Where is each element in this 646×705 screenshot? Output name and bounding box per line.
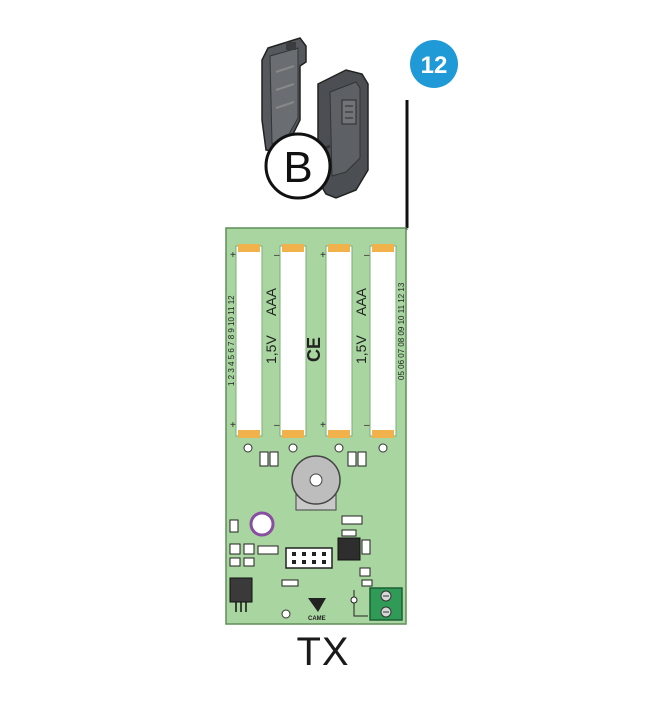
- pin-header: [285, 547, 333, 569]
- ce-mark: CE: [304, 337, 324, 362]
- regulator: [229, 577, 253, 612]
- terminal-block: [350, 587, 403, 621]
- brand-text: CAME: [308, 616, 326, 622]
- battery-slots: + – + – + – + –: [230, 244, 397, 438]
- trimmer-component: [291, 455, 341, 511]
- battery-voltage-2: 1,5V: [353, 335, 369, 364]
- step-badge: 12: [410, 40, 458, 88]
- svg-text:+: +: [320, 420, 326, 431]
- callout-b: B: [264, 132, 332, 200]
- svg-text:+: +: [230, 250, 236, 261]
- svg-text:+: +: [230, 420, 236, 431]
- battery-voltage-1: 1,5V: [263, 335, 279, 364]
- capacitor: [249, 511, 275, 537]
- callout-letter: B: [283, 143, 312, 192]
- right-number-scale: 05 06 07 08 09 10 11 12 13: [397, 282, 406, 380]
- battery-type-1: AAA: [263, 287, 279, 316]
- svg-text:–: –: [274, 250, 280, 261]
- svg-text:–: –: [274, 420, 280, 431]
- left-number-scale: 1 2 3 4 5 6 7 8 9 10 11 12: [227, 295, 236, 386]
- svg-text:–: –: [364, 420, 370, 431]
- board-label: TX: [296, 630, 350, 674]
- brand-logo: CAME: [308, 598, 326, 622]
- step-number: 12: [421, 52, 448, 79]
- pcb-board: + – + – + – + – 1 2 3 4 5 6 7 8 9 10 11 …: [225, 227, 407, 625]
- svg-text:–: –: [364, 250, 370, 261]
- battery-type-2: AAA: [353, 287, 369, 316]
- svg-text:+: +: [320, 250, 326, 261]
- chip: [337, 515, 371, 561]
